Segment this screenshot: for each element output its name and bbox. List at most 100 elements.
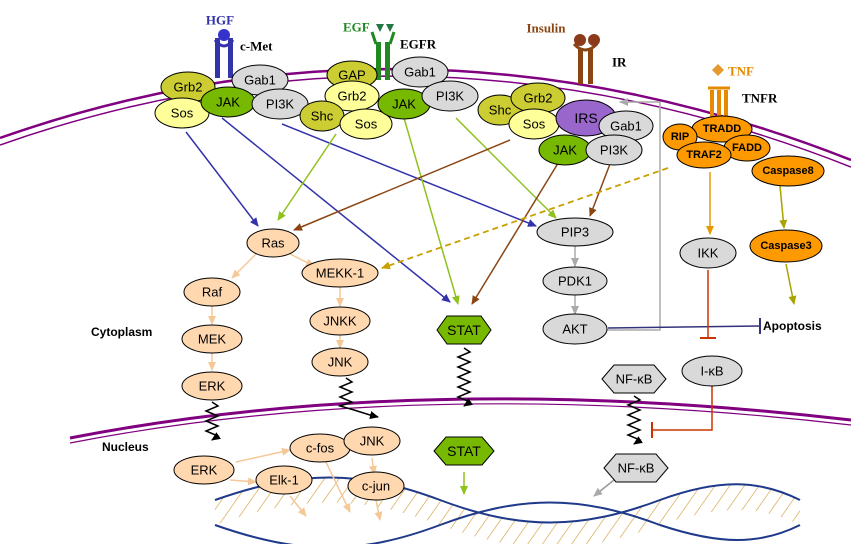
svg-text:Shc: Shc [311,109,334,124]
apoptosis-label: Apoptosis [763,319,822,333]
pdk1-node: PDK1 [542,266,608,296]
gab1-node-egfr: Gab1 [391,56,449,88]
svg-text:JNK: JNK [328,355,353,370]
jnkk-node: JNKK [309,306,371,336]
arrow-network [185,98,797,521]
insulin-ligand-icon [574,34,586,46]
jnk-node-cytoplasm: JNK [311,347,369,377]
svg-text:I-κB: I-κB [700,364,723,379]
traf2-node: TRAF2 [676,141,732,169]
svg-text:Sos: Sos [523,117,546,132]
svg-text:Gab1: Gab1 [244,73,276,88]
cmet-receptor [213,29,235,78]
svg-text:PIP3: PIP3 [561,225,589,240]
erk-node-nucleus: ERK [173,455,235,485]
svg-text:MEK: MEK [198,332,227,347]
tnf-ligand-icon [712,64,724,76]
sos-node-egfr: Sos [339,108,393,140]
nucleus-label: Nucleus [102,440,149,454]
svg-text:NF-κB: NF-κB [618,461,655,476]
mekk1-node: MEKK-1 [301,258,379,288]
ir-receptor-label: IR [612,55,627,70]
svg-text:Shc: Shc [489,103,512,118]
nfkb-node-nucleus: NF-κB [603,453,669,483]
svg-text:IRS: IRS [574,110,597,126]
svg-text:ERK: ERK [191,463,218,478]
elk1-node: Elk-1 [255,465,313,495]
svg-text:Sos: Sos [171,106,194,121]
jnk-node-nucleus: JNK [343,426,401,456]
svg-text:RIP: RIP [671,131,689,143]
svg-text:JNKK: JNKK [323,314,357,329]
pi3k-node-cmet: PI3K [251,88,309,120]
svg-text:ERK: ERK [199,379,226,394]
cfos-node: c-fos [289,433,351,463]
ikb-node: I-κB [681,355,743,387]
svg-text:STAT: STAT [447,322,481,338]
insulin-ligand-label: Insulin [526,21,566,36]
svg-text:Sos: Sos [355,117,378,132]
svg-text:JNK: JNK [360,434,385,449]
cmet-receptor-label: c-Met [240,39,273,54]
ikk-node: IKK [679,237,737,269]
mek-node: MEK [181,324,243,354]
tnfr-receptor [708,64,730,122]
svg-text:Raf: Raf [202,285,223,300]
pip3-node: PIP3 [536,217,614,247]
nuclear-membrane-outer [69,397,851,440]
erk-node-cytoplasm: ERK [181,371,243,401]
svg-text:PI3K: PI3K [266,97,295,112]
svg-text:Ras: Ras [261,236,285,251]
pi3k-node-egfr: PI3K [421,80,479,112]
gap-node-egfr: GAP [326,60,378,90]
svg-text:Gab1: Gab1 [404,65,436,80]
svg-text:JAK: JAK [392,97,416,112]
egf-ligand-icon [376,24,394,32]
akt-node: AKT [542,313,608,345]
hgf-ligand-icon [218,29,230,41]
nuclear-membrane-inner [69,403,851,444]
svg-text:JAK: JAK [553,143,577,158]
cytoplasm-label: Cytoplasm [91,325,152,339]
jak-node-cmet: JAK [200,86,256,118]
svg-text:NF-κB: NF-κB [616,372,653,387]
svg-text:MEKK-1: MEKK-1 [316,266,364,281]
svg-text:c-jun: c-jun [362,479,390,494]
svg-text:Caspase8: Caspase8 [762,165,813,177]
svg-text:PI3K: PI3K [436,89,465,104]
svg-text:AKT: AKT [562,322,587,337]
svg-text:Grb2: Grb2 [524,91,553,106]
svg-text:PDK1: PDK1 [558,274,592,289]
pi3k-node-ir: PI3K [585,134,643,166]
svg-text:IKK: IKK [698,246,719,261]
svg-text:Grb2: Grb2 [338,89,367,104]
caspase8-node: Caspase8 [751,155,825,187]
hgf-ligand-label: HGF [206,13,234,28]
caspase3-node: Caspase3 [749,229,823,263]
grb2-node-ir: Grb2 [510,82,566,114]
egfr-receptor-label: EGFR [400,37,437,52]
stat-node-nucleus: STAT [433,436,495,466]
sos-node-ir: Sos [508,108,560,140]
svg-text:TRAF2: TRAF2 [686,149,721,161]
svg-text:Caspase3: Caspase3 [760,240,811,252]
jak-node-ir: JAK [538,134,592,166]
svg-text:Elk-1: Elk-1 [269,473,299,488]
raf-node: Raf [183,277,241,307]
svg-text:STAT: STAT [447,443,481,459]
svg-text:PI3K: PI3K [600,143,629,158]
cjun-node: c-jun [347,471,405,501]
egfr-receptor [370,24,396,80]
grb2-node-cmet: Grb2 [160,71,216,103]
grb2-node-egfr: Grb2 [324,80,380,112]
nfkb-node-cytoplasm: NF-κB [601,364,667,394]
stat-node-cytoplasm: STAT [436,315,492,345]
ir-receptor [572,34,600,84]
tnf-ligand-label: TNF [728,64,754,79]
svg-text:Grb2: Grb2 [174,80,203,95]
shc-node-egfr: Shc [299,100,345,132]
svg-text:Gab1: Gab1 [610,119,642,134]
ras-node: Ras [246,228,300,258]
svg-text:JAK: JAK [216,95,240,110]
